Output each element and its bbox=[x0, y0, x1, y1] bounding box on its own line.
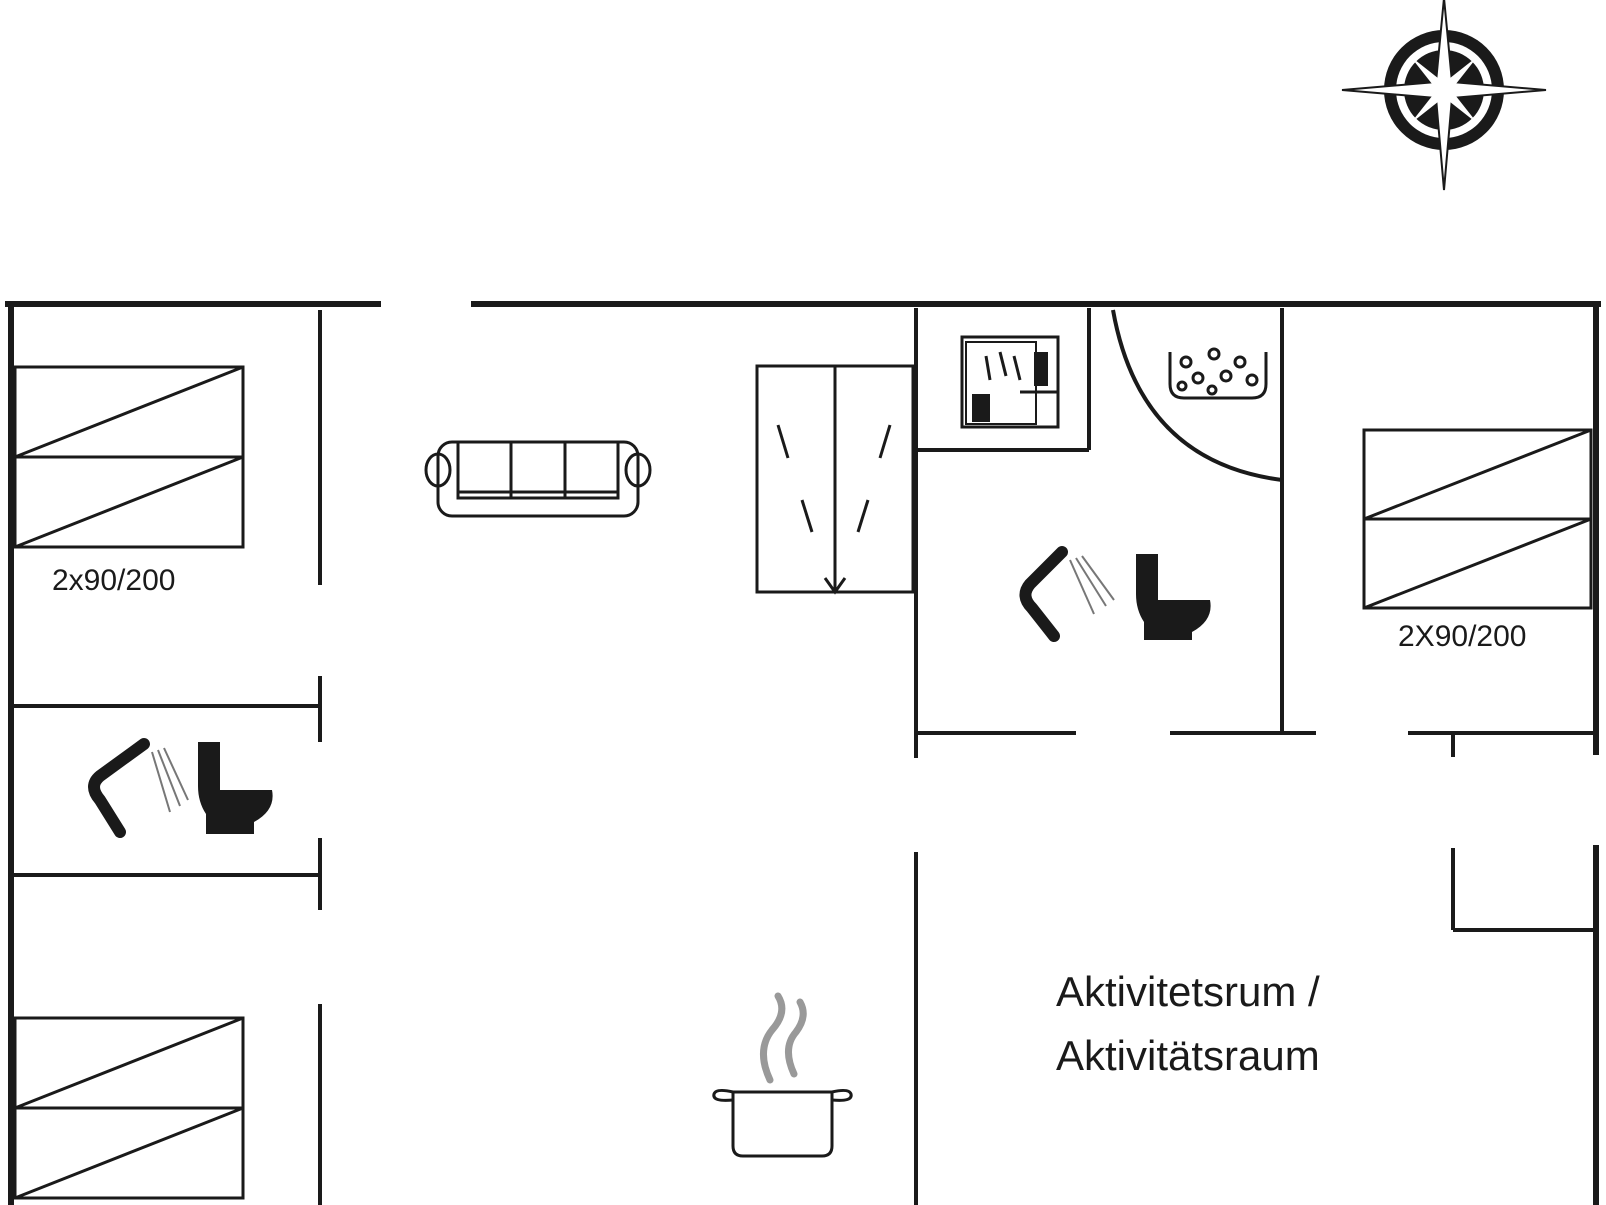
bed-icon bbox=[13, 1016, 245, 1200]
wardrobe-icon bbox=[755, 364, 915, 595]
room-label-activity-german: Aktivitätsraum bbox=[1056, 1032, 1320, 1079]
bed-icon bbox=[13, 365, 245, 549]
shower-icon bbox=[1019, 546, 1115, 642]
toilet-icon bbox=[1136, 554, 1211, 640]
bed-size-label: 2x90/200 bbox=[52, 564, 175, 597]
interior-walls bbox=[11, 308, 1596, 1205]
exterior-walls bbox=[5, 301, 1601, 1205]
toilet-icon bbox=[198, 742, 273, 834]
room-label-activity: Aktivitetsrum / bbox=[1056, 968, 1320, 1015]
sauna-icon bbox=[960, 335, 1060, 429]
sofa-icon bbox=[424, 440, 652, 518]
cooking-pot-icon bbox=[712, 992, 853, 1158]
bed-icon bbox=[1362, 428, 1593, 610]
bed-size-label: 2X90/200 bbox=[1398, 620, 1526, 653]
jacuzzi-icon bbox=[1168, 347, 1268, 400]
shower-icon bbox=[88, 738, 189, 838]
compass-rose-icon bbox=[1341, 0, 1547, 191]
